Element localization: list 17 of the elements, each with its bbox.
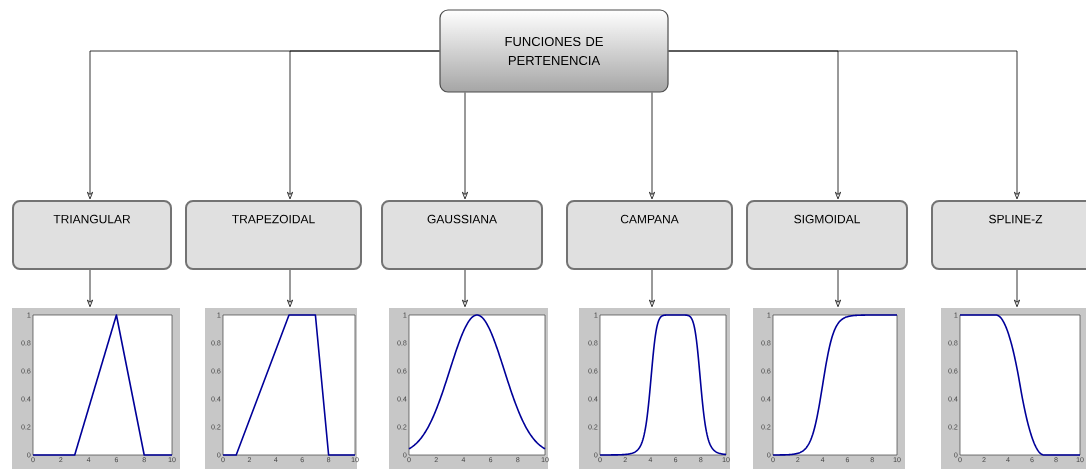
root-box: FUNCIONES DE PERTENENCIA — [439, 9, 669, 93]
category-box: SPLINE-Z — [931, 200, 1086, 270]
arrow — [668, 50, 1020, 200]
arrow — [287, 269, 293, 308]
arrow — [462, 269, 468, 308]
arrow — [1014, 269, 1020, 308]
category-box: TRAPEZOIDAL — [185, 200, 362, 270]
arrow — [649, 92, 655, 200]
arrow — [835, 269, 841, 308]
arrow — [287, 50, 440, 200]
arrow — [462, 92, 468, 200]
arrow — [87, 269, 93, 308]
category-box: GAUSSIANA — [381, 200, 543, 270]
arrow — [649, 269, 655, 308]
category-box: TRIANGULAR — [12, 200, 172, 270]
category-box: CAMPANA — [566, 200, 733, 270]
category-box: SIGMOIDAL — [746, 200, 908, 270]
